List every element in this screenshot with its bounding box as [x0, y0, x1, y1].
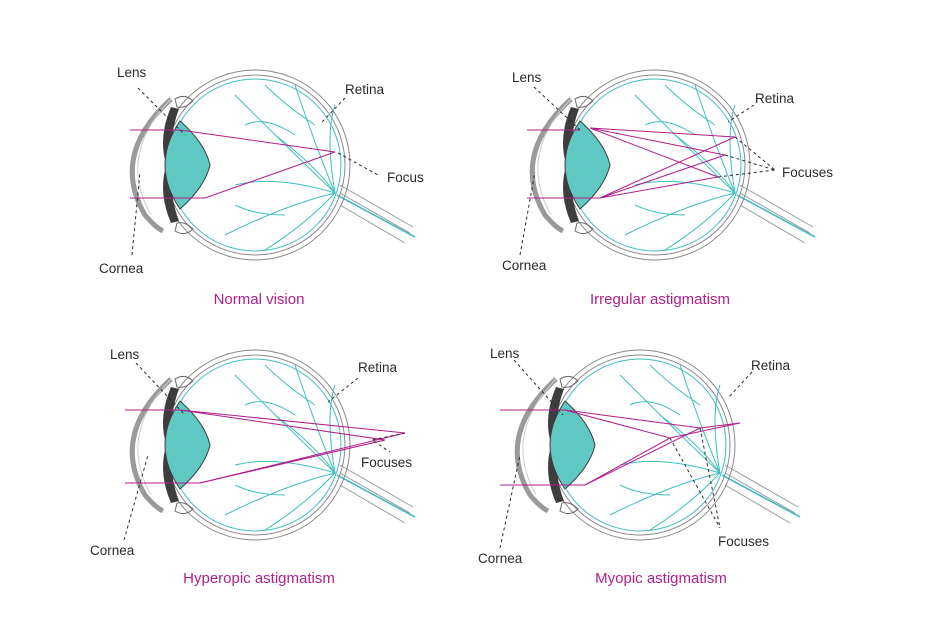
light-rays	[125, 409, 406, 484]
retina-label: Retina	[358, 360, 398, 375]
focuses-label: Focuses	[361, 455, 412, 470]
lens-label: Lens	[117, 65, 147, 80]
cornea-label: Cornea	[478, 551, 523, 566]
lens-label: Lens	[490, 346, 520, 361]
leader-lines	[519, 86, 776, 256]
panel-hyperopic-astigmatism: Lens Retina Focuses Cornea Hyperopic ast…	[90, 347, 415, 587]
focus-label: Focus	[387, 170, 424, 185]
retina-label: Retina	[751, 358, 791, 373]
panel-caption: Irregular astigmatism	[590, 291, 730, 308]
light-rays	[130, 129, 336, 199]
leader-lines	[123, 362, 406, 541]
leader-lines	[131, 87, 379, 256]
retina-label: Retina	[345, 82, 385, 97]
lens-label: Lens	[512, 70, 542, 85]
panel-caption: Myopic astigmatism	[595, 570, 727, 587]
leader-lines	[499, 359, 753, 549]
lens-label: Lens	[110, 347, 140, 362]
panel-caption: Hyperopic astigmatism	[183, 570, 335, 587]
focuses-label: Focuses	[782, 165, 833, 180]
panel-myopic-astigmatism: Lens Retina Focuses Cornea Myopic astigm…	[478, 346, 800, 587]
focuses-label: Focuses	[718, 534, 769, 549]
cornea-label: Cornea	[90, 543, 135, 558]
cornea-label: Cornea	[502, 258, 547, 273]
panel-caption: Normal vision	[214, 291, 305, 308]
retina-label: Retina	[755, 91, 795, 106]
panel-irregular-astigmatism: Lens Retina Focuses Cornea Irregular ast…	[502, 70, 833, 308]
cornea-label: Cornea	[99, 261, 144, 276]
light-rays	[527, 127, 736, 199]
panel-normal-vision: Lens Retina Focus Cornea Normal vision	[99, 65, 424, 308]
